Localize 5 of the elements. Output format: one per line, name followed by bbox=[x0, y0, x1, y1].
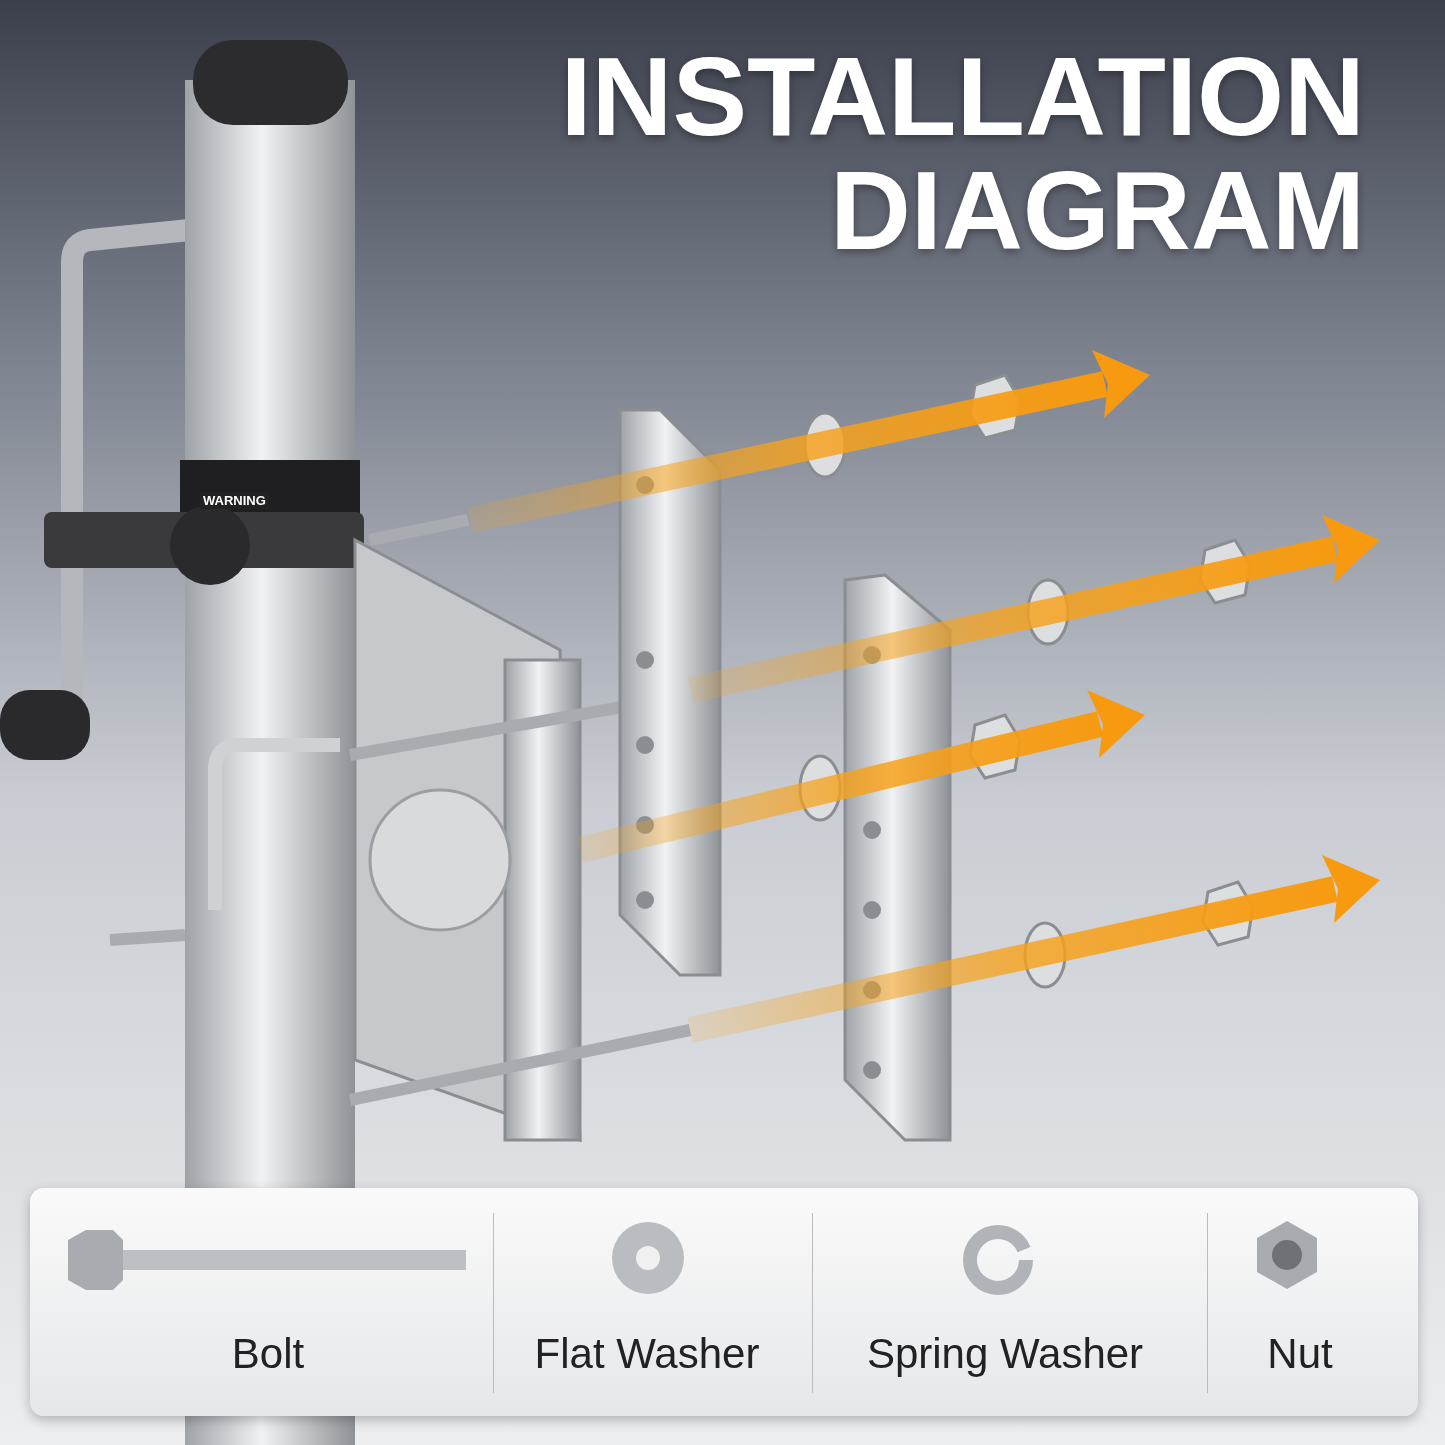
part-label: Spring Washer bbox=[866, 1330, 1144, 1378]
part-label: Nut bbox=[1267, 1330, 1333, 1378]
part-label: Flat Washer bbox=[534, 1330, 760, 1378]
heading: INSTALLATION DIAGRAM bbox=[559, 40, 1365, 269]
part-label: Bolt bbox=[231, 1330, 305, 1378]
